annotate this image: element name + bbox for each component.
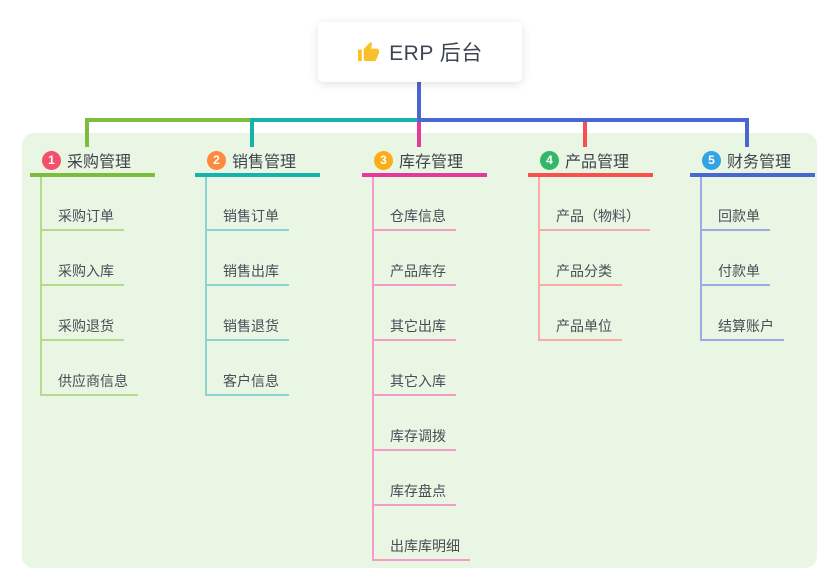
child-node[interactable]: 库存盘点 (372, 482, 456, 506)
children-connector-line (372, 177, 374, 561)
branch-connector-line (85, 122, 89, 147)
child-node[interactable]: 产品分类 (538, 262, 622, 286)
branch-number-badge: 3 (374, 150, 393, 170)
branch-node-2[interactable]: 2 销售管理 (195, 147, 320, 177)
children-connector-line (538, 177, 540, 341)
child-node[interactable]: 产品库存 (372, 262, 456, 286)
branch-node-3[interactable]: 3 库存管理 (362, 147, 487, 177)
branch-connector-line (417, 122, 421, 147)
children-connector-line (40, 177, 42, 396)
thumbs-up-icon (357, 41, 380, 64)
rail-segment-blue (417, 118, 749, 122)
branches-panel (22, 133, 817, 568)
children-connector-line (205, 177, 207, 396)
rail-segment-teal (250, 118, 417, 122)
branch-number-badge: 4 (540, 150, 559, 170)
child-node[interactable]: 库存调拨 (372, 427, 456, 451)
branch-connector-line (250, 122, 254, 147)
root-connector-line (417, 82, 421, 122)
rail-segment-green (85, 118, 254, 122)
child-node[interactable]: 回款单 (700, 207, 770, 231)
branch-node-label: 财务管理 (727, 154, 792, 171)
children-connector-line (700, 177, 702, 341)
child-node[interactable]: 产品（物料） (538, 207, 650, 231)
child-node[interactable]: 其它出库 (372, 317, 456, 341)
child-node[interactable]: 出库库明细 (372, 537, 470, 561)
branch-node-label: 产品管理 (565, 154, 630, 171)
branch-connector-line (745, 122, 749, 147)
root-node-label: ERP 后台 (389, 42, 483, 65)
branch-node-4[interactable]: 4 产品管理 (528, 147, 653, 177)
child-node[interactable]: 其它入库 (372, 372, 456, 396)
branch-node-label: 采购管理 (67, 154, 132, 171)
child-node[interactable]: 客户信息 (205, 372, 289, 396)
child-node[interactable]: 产品单位 (538, 317, 622, 341)
child-node[interactable]: 供应商信息 (40, 372, 138, 396)
branch-node-label: 销售管理 (232, 154, 297, 171)
root-node[interactable]: ERP 后台 (318, 22, 522, 82)
child-node[interactable]: 采购退货 (40, 317, 124, 341)
branch-number-badge: 1 (42, 150, 61, 170)
branch-node-label: 库存管理 (399, 154, 464, 171)
child-node[interactable]: 付款单 (700, 262, 770, 286)
child-node[interactable]: 仓库信息 (372, 207, 456, 231)
child-node[interactable]: 销售订单 (205, 207, 289, 231)
child-node[interactable]: 结算账户 (700, 317, 784, 341)
child-node[interactable]: 销售退货 (205, 317, 289, 341)
branch-node-1[interactable]: 1 采购管理 (30, 147, 155, 177)
child-node[interactable]: 采购订单 (40, 207, 124, 231)
child-node[interactable]: 采购入库 (40, 262, 124, 286)
branch-node-5[interactable]: 5 财务管理 (690, 147, 815, 177)
branch-number-badge: 2 (207, 150, 226, 170)
branch-connector-line (583, 122, 587, 147)
child-node[interactable]: 销售出库 (205, 262, 289, 286)
branch-number-badge: 5 (702, 150, 721, 170)
